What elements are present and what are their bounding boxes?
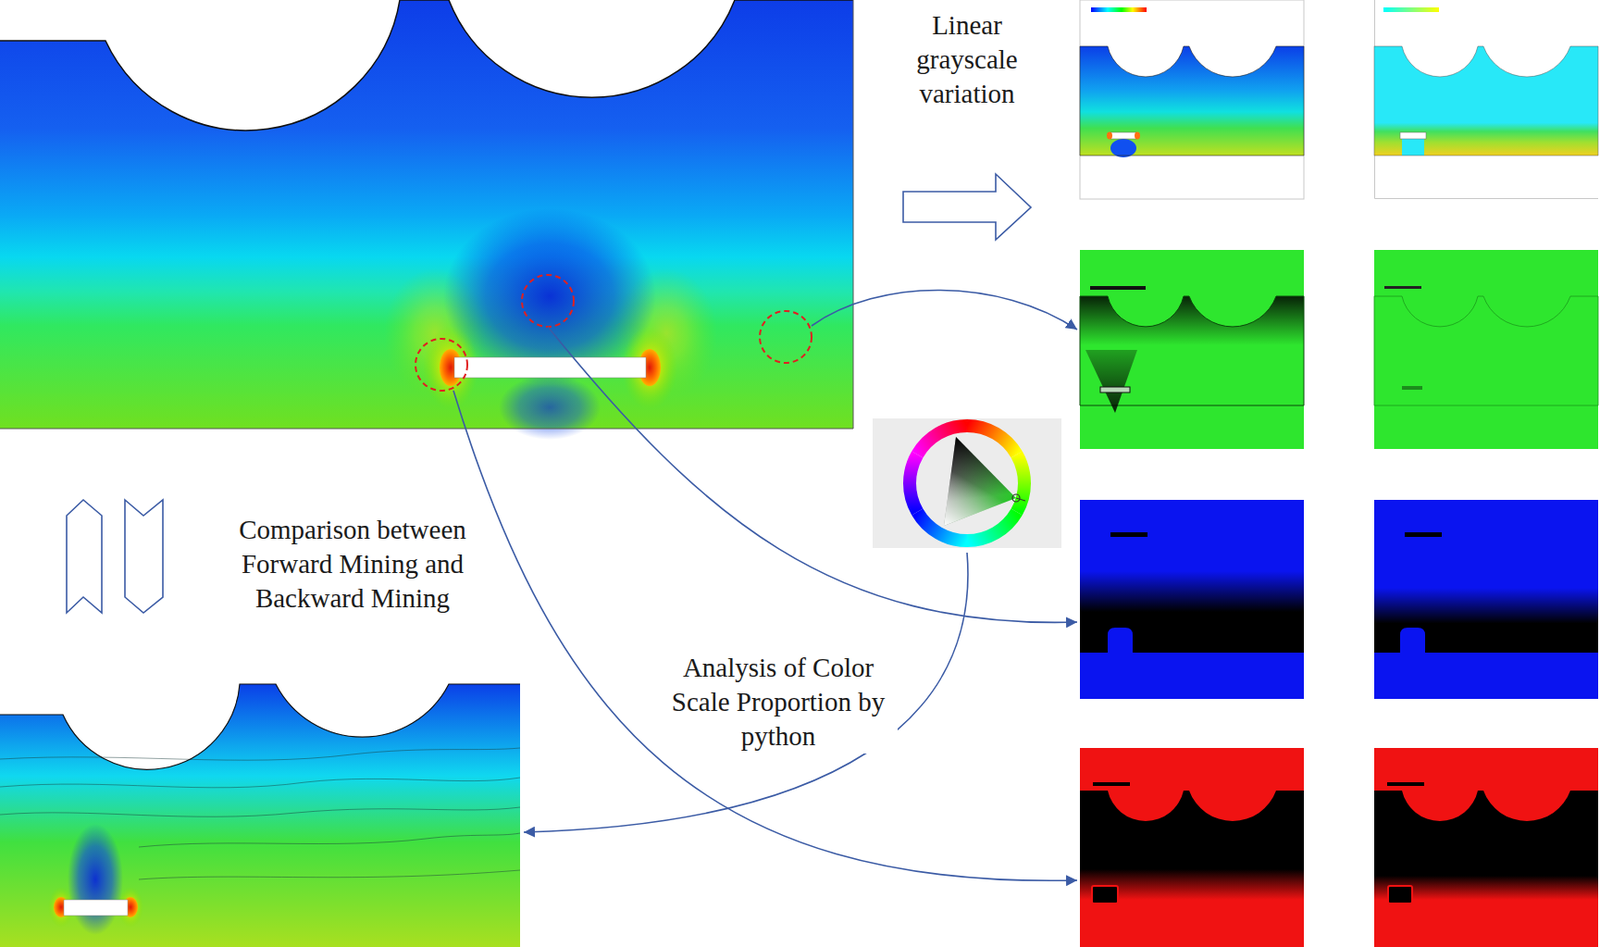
color-wheel [943,436,1017,526]
green-channel-panel [1401,385,1423,390]
grayscale-panel [1079,0,1304,199]
stress-contour-result [0,683,521,947]
annotation-text: Linear grayscale variation [897,8,1037,112]
stress-contour-main [443,208,657,385]
color-wheel [1017,454,1025,512]
stress-contour-result [138,869,521,880]
green-channel-panel [1100,386,1130,393]
grayscale-panel [1110,138,1137,158]
red-channel-panel [1374,747,1599,947]
green-channel-panel [1384,285,1422,289]
green-channel-panel [1090,285,1146,290]
blue-channel-panel [1079,570,1304,653]
stress-contour-result [0,683,521,947]
hollow-arrow [903,173,1031,240]
green-channel-panel [1079,249,1304,449]
color-wheel [1016,497,1026,501]
stress-contour-main [0,0,854,131]
stress-contour-main [0,0,854,429]
red-channel-panel [1387,781,1425,786]
grayscale-panel [1091,7,1147,13]
grayscale-panel [1079,46,1304,156]
green-channel-panel [1085,349,1138,413]
grayscale-panel [1375,0,1600,199]
stress-contour-main [0,0,854,440]
grayscale-panel [1106,132,1113,140]
red-channel-panel [1374,747,1599,947]
blue-channel-panel [1400,627,1426,653]
grayscale-panel [1383,7,1439,13]
leader-curve [453,289,1078,881]
stress-contour-main [0,0,854,429]
grayscale-panel [1400,132,1427,139]
compare-arrows [124,499,163,613]
compare-arrows [66,499,102,613]
grayscale-panel [1374,46,1599,156]
green-channel-panel [1079,249,1304,449]
grayscale-panel [1134,132,1141,140]
leader-curve [547,326,1078,622]
highlight-circle [415,274,812,391]
red-channel-panel [1079,790,1304,900]
grayscale-panel [1374,0,1599,199]
color-wheel [872,418,1062,548]
green-channel-panel [1374,296,1599,406]
stress-contour-result [0,806,521,817]
annotation-text: Analysis of Color Scale Proportion by py… [658,650,898,754]
highlight-circle [521,274,574,327]
red-channel-panel [1374,790,1599,900]
red-channel-panel [1388,885,1413,904]
leader-curve [453,390,1078,881]
blue-channel-panel [1110,532,1148,537]
grayscale-panel [1110,132,1137,139]
green-channel-panel [1374,249,1599,449]
leader-curve [523,552,968,832]
red-channel-panel [1079,747,1304,947]
leader-curve [811,289,1078,330]
blue-channel-panel [1374,499,1599,699]
blue-channel-panel [1404,532,1442,537]
grayscale-panel [1401,138,1425,156]
blue-channel-panel [1107,627,1133,653]
color-wheel [909,454,918,512]
stress-contour-result [0,683,521,769]
grayscale-panel [1374,46,1599,156]
annotation-text: Comparison between Forward Mining and Ba… [218,512,487,616]
blue-channel-panel [1374,587,1599,653]
blue-channel-panel [1079,499,1304,699]
highlight-circle [759,310,812,363]
color-wheel [872,418,1062,548]
green-channel-panel [1374,249,1599,449]
compare-arrows [66,499,163,613]
grayscale-panel [1374,0,1599,199]
grayscale-panel [1079,0,1304,199]
grayscale-panel [1079,46,1304,156]
stress-contour-result [138,832,521,847]
stress-contour-result [63,899,128,916]
color-wheel [909,425,1025,541]
blue-channel-panel [1374,499,1599,699]
red-channel-panel [1091,885,1118,904]
red-channel-panel [1092,781,1130,786]
stress-contour-main [454,357,646,378]
color-wheel [943,436,1017,526]
color-wheel [943,436,1017,526]
stress-contour-result [0,747,521,760]
color-wheel [967,425,1018,455]
stress-contour-result [67,823,124,935]
color-wheel [967,511,1018,541]
blue-channel-panel [1079,499,1304,699]
highlight-circle [415,338,468,391]
red-channel-panel [1079,747,1304,947]
stress-contour-main [498,374,601,440]
stress-contour-result [0,777,521,788]
